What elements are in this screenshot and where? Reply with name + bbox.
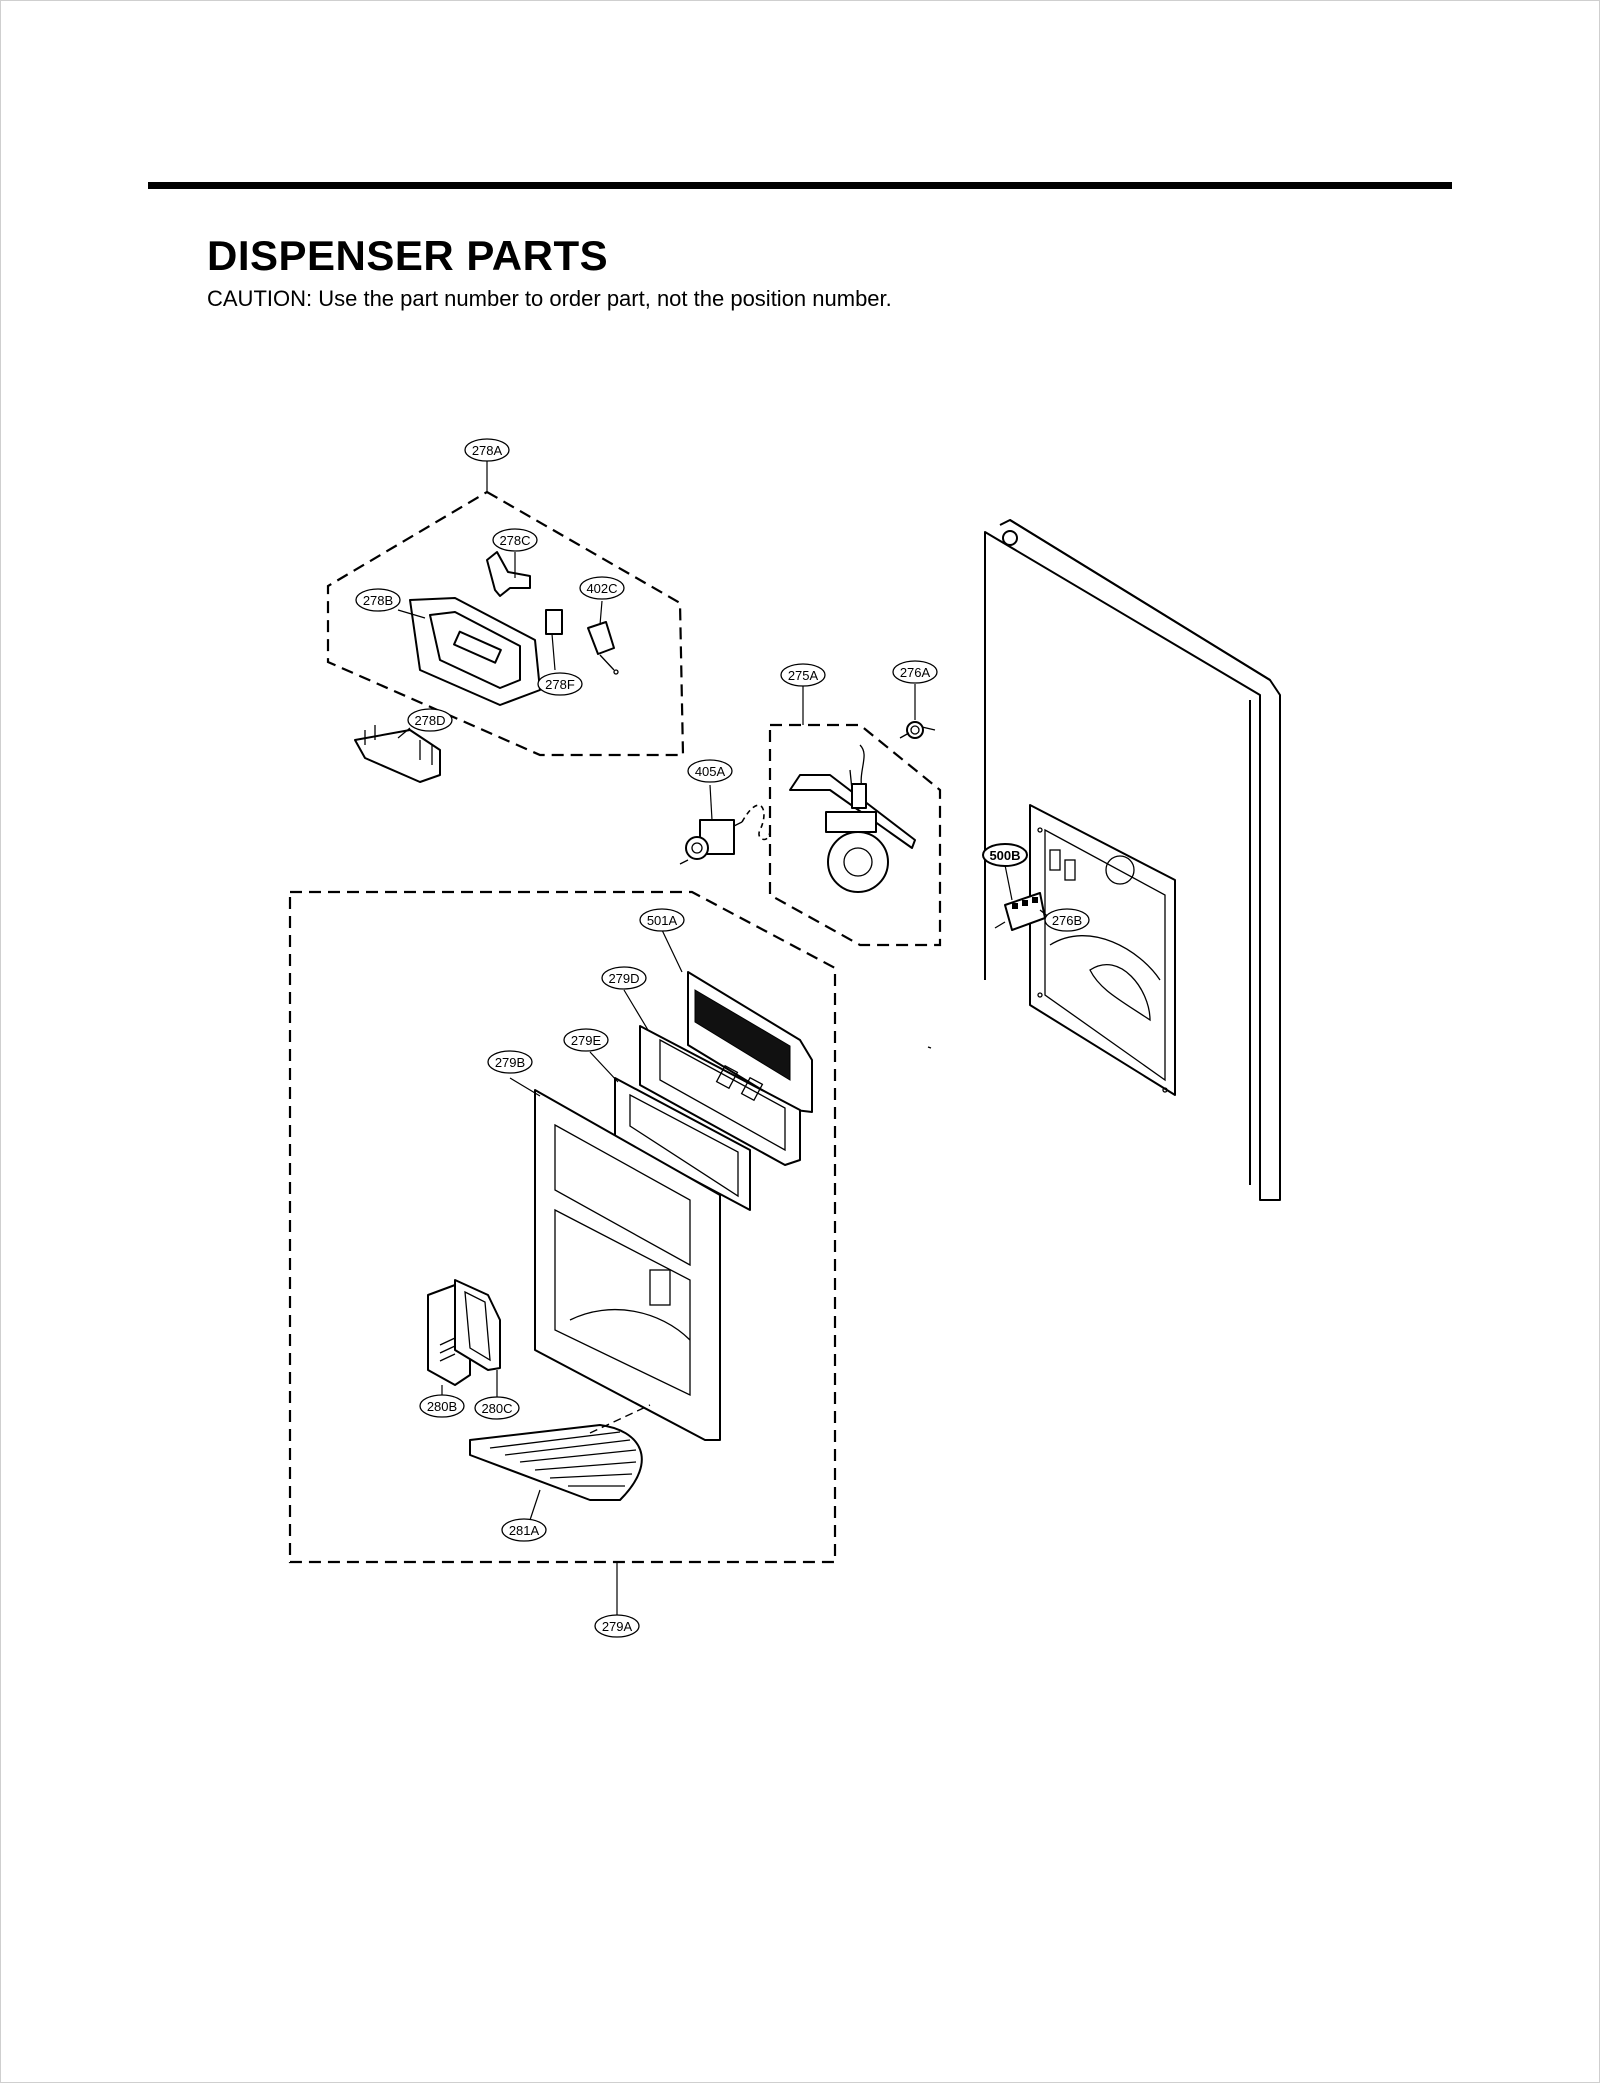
part-275A-lever-arm: [789, 744, 916, 893]
callout-278D: 278D: [407, 708, 453, 732]
stray-mark: [927, 1046, 932, 1049]
callout-279A-label: 279A: [602, 1619, 633, 1634]
caution-note: CAUTION: Use the part number to order pa…: [207, 286, 892, 311]
callout-278A-label: 278A: [472, 443, 503, 458]
callout-276B: 276B: [1044, 908, 1090, 932]
callout-500B: 500B: [982, 843, 1028, 867]
callout-280C: 280C: [474, 1396, 520, 1420]
callout-278C: 278C: [492, 528, 538, 552]
callout-500B-label: 500B: [989, 848, 1020, 863]
callout-278C-label: 278C: [499, 533, 530, 548]
assembly-278A: [326, 461, 685, 757]
callout-279E: 279E: [563, 1028, 609, 1052]
part-278C-bracket: [486, 551, 531, 597]
part-278D-lever: [354, 725, 441, 783]
callout-280B-label: 280B: [427, 1399, 457, 1414]
assembly-275A: [768, 686, 942, 947]
callout-402C-label: 402C: [586, 581, 617, 596]
callout-501A-label: 501A: [647, 913, 678, 928]
callout-275A-label: 275A: [788, 668, 819, 683]
part-405A-solenoid: [679, 784, 771, 865]
callout-280B: 280B: [419, 1394, 465, 1418]
callout-279E-label: 279E: [571, 1033, 602, 1048]
part-281A-drip-tray: [469, 1404, 651, 1521]
callout-402C: 402C: [579, 576, 625, 600]
part-276A-spring: [899, 684, 936, 739]
part-278F-plate: [545, 609, 563, 671]
part-402C-switch: [587, 600, 619, 675]
callout-279D: 279D: [601, 966, 647, 990]
callout-278F-label: 278F: [545, 677, 575, 692]
page-title: DISPENSER PARTS: [207, 232, 609, 279]
callout-279B: 279B: [487, 1050, 533, 1074]
callout-281A-label: 281A: [509, 1523, 540, 1538]
part-279B-cover: [509, 1077, 721, 1441]
callout-281A: 281A: [501, 1518, 547, 1542]
part-278B-housing: [397, 597, 541, 706]
callout-278B: 278B: [355, 588, 401, 612]
callout-276A-label: 276A: [900, 665, 931, 680]
part-501A-display-board: [661, 929, 813, 1113]
assembly-279A: [288, 890, 837, 1618]
callout-279A: 279A: [594, 1614, 640, 1638]
part-280C-frame: [454, 1279, 501, 1397]
callout-405A-label: 405A: [695, 764, 726, 779]
callout-278A: 278A: [464, 438, 510, 462]
callout-279D-label: 279D: [608, 971, 639, 986]
callout-276B-label: 276B: [1052, 913, 1082, 928]
callout-280C-label: 280C: [481, 1401, 512, 1416]
part-279D-frame: [623, 989, 801, 1166]
callout-276A: 276A: [892, 660, 938, 684]
callout-405A: 405A: [687, 759, 733, 783]
header-rule: [148, 182, 1452, 189]
callout-278F: 278F: [537, 672, 583, 696]
callout-501A: 501A: [639, 908, 685, 932]
callout-278D-label: 278D: [414, 713, 445, 728]
callout-275A: 275A: [780, 663, 826, 687]
callout-279B-label: 279B: [495, 1055, 525, 1070]
callout-278B-label: 278B: [363, 593, 393, 608]
part-279E-gasket: [589, 1051, 751, 1211]
refrigerator-door: [984, 519, 1281, 1201]
